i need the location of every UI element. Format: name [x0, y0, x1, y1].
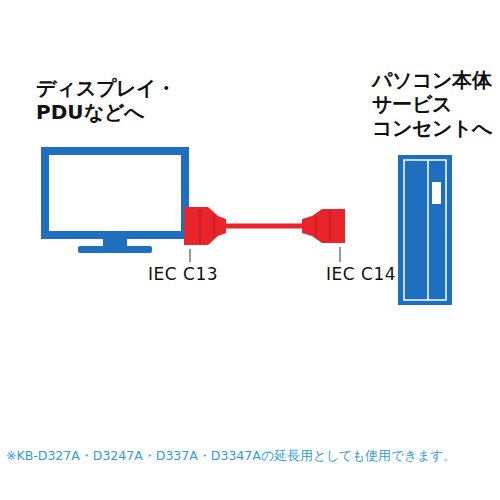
monitor-icon — [45, 151, 185, 253]
power-cable — [184, 207, 345, 245]
connector-label: IEC C13 — [148, 264, 218, 284]
destination-label: ディスプレイ・ PDUなどへ — [36, 76, 176, 124]
pc-tower-icon — [398, 155, 452, 305]
connector-label: IEC C14 — [326, 264, 396, 284]
destination-label: パソコン本体 サービス コンセントへ — [372, 68, 492, 140]
note-text: ※KB-D327A・D3247A・D337A・D3347Aの延長用としても使用で… — [6, 448, 456, 463]
leader-line — [340, 247, 341, 262]
leader-line — [190, 249, 191, 262]
